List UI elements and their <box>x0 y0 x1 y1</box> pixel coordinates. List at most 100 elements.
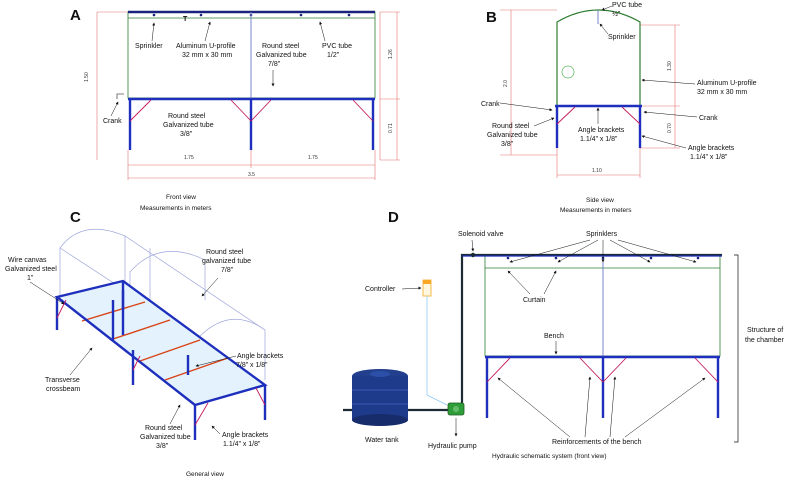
front-t-mark: T <box>183 16 188 23</box>
front-pvc-label-2: 1/2” <box>327 52 340 59</box>
hydraulic-view: D <box>343 209 785 460</box>
general-brackets <box>56 299 266 426</box>
front-leg-label-2: Galvanized tube <box>163 122 214 129</box>
side-u-profile-label-1: Aluminum U-profile <box>697 80 757 87</box>
front-caption-2: Measurements in meters <box>140 205 212 212</box>
front-pvc-label-1: PVC tube <box>322 43 352 50</box>
side-caption-1: Side view <box>586 197 614 204</box>
side-leg-label-1: Round steel <box>492 123 530 130</box>
sprinklers-pointers <box>509 239 697 263</box>
front-steel-tube-label-2: Galvanized tube <box>256 52 307 59</box>
general-wire-label-2: Galvanized steel <box>5 266 57 273</box>
side-crank-left-label: Crank <box>481 101 500 108</box>
side-bracket-mid-label-1: Angle brackets <box>578 127 625 134</box>
structure-brace <box>734 254 739 443</box>
front-leg-label-1: Round steel <box>168 113 206 120</box>
front-leg-label-3: 3/8” <box>180 131 193 138</box>
front-view: A T <box>70 7 400 212</box>
general-cross-label-2: crossbeam <box>46 386 80 393</box>
reinforcement-pointers <box>497 376 706 438</box>
side-dim-130: 1.30 <box>667 61 673 71</box>
controller-cap <box>423 280 431 284</box>
front-bench-brackets <box>129 99 374 122</box>
general-leg-label-1: Round steel <box>145 425 183 432</box>
general-caption: General view <box>186 471 224 478</box>
side-crank-right-label: Crank <box>699 115 718 122</box>
general-view: C <box>5 209 284 478</box>
side-sprinkler-label: Sprinkler <box>608 34 636 41</box>
panel-label-a: A <box>70 7 81 24</box>
panel-label-d: D <box>388 209 399 226</box>
front-crank <box>116 93 124 99</box>
structure-label-1: Structure of <box>747 327 783 334</box>
side-detail-circle <box>561 65 575 79</box>
curtain-label: Curtain <box>523 297 546 304</box>
panel-label-c: C <box>70 209 81 226</box>
side-bracket-right-label-1: Angle brackets <box>688 145 735 152</box>
solenoid-valve <box>470 252 476 258</box>
pump-label: Hydraulic pump <box>428 443 477 450</box>
side-dim-20: 2.0 <box>503 80 509 87</box>
side-bracket-right-label-2: 1.1/4” x 1/8” <box>690 154 728 161</box>
side-bracket-mid-label-2: 1.1/4” x 1/8” <box>580 136 618 143</box>
reinforcements-label: Reinforcements of the bench <box>552 439 642 446</box>
front-crank-label: Crank <box>103 118 122 125</box>
hydraulic-pump <box>447 402 465 416</box>
front-sprinkler-label: Sprinkler <box>135 43 163 50</box>
sprinklers-label: Sprinklers <box>586 231 618 238</box>
front-dim-35: 3.5 <box>248 172 255 178</box>
controller-label: Controller <box>365 286 396 293</box>
general-bracket-label-2: 7/8” x 1/8” <box>236 362 268 369</box>
side-pvc-label-2: ½” <box>612 10 621 18</box>
side-brackets <box>556 106 641 125</box>
hydraulic-caption: Hydraulic schematic system (front view) <box>492 453 607 460</box>
side-arch <box>556 9 641 106</box>
water-tank <box>352 369 408 426</box>
general-leg-label-3: 3/8” <box>156 443 169 450</box>
water-tank-label: Water tank <box>365 437 399 444</box>
front-sprinklers <box>152 13 351 17</box>
front-dim-071: 0.71 <box>388 123 394 133</box>
side-dimension-lines <box>500 9 680 178</box>
side-pvc-label-1: PVC tube <box>612 2 642 9</box>
side-u-profile-label-2: 32 mm x 30 mm <box>697 89 747 96</box>
front-u-profile-label-2: 32 mm x 30 mm <box>182 52 232 59</box>
front-steel-tube-label-1: Round steel <box>262 43 300 50</box>
general-bracket-b-label-2: 1.1/4” x 1/8” <box>223 441 261 448</box>
general-wire-canvas <box>57 281 265 405</box>
general-bracket-b-label-1: Angle brackets <box>222 432 269 439</box>
front-dimension-lines <box>96 11 400 180</box>
front-bench <box>128 97 375 150</box>
structure-label-2: the chamber <box>745 337 785 344</box>
solenoid-label: Solenoid valve <box>458 231 504 238</box>
side-dim-070: 0.70 <box>667 123 673 133</box>
general-leg-label-2: Galvanized tube <box>140 434 191 441</box>
front-caption-1: Front view <box>166 194 196 201</box>
general-wire-label-3: 1” <box>27 275 34 282</box>
front-u-profile-label-1: Aluminum U-profile <box>176 43 236 50</box>
side-leg-label-2: Galvanized tube <box>487 132 538 139</box>
side-leg-label-3: 3/8” <box>501 141 514 148</box>
front-steel-tube-label-3: 7/8” <box>268 61 281 68</box>
front-dim-175b: 1.75 <box>308 155 318 161</box>
general-bracket-label-1: Angle brackets <box>237 353 284 360</box>
side-dim-110: 1.10 <box>592 168 602 174</box>
panel-label-b: B <box>486 9 497 26</box>
general-arch-label-1: Round steel <box>206 249 244 256</box>
bench-label: Bench <box>544 333 564 340</box>
curtain-pointers <box>507 270 557 295</box>
front-dim-126: 1.26 <box>388 49 394 59</box>
general-cross-label-1: Transverse <box>45 377 80 384</box>
general-arch-label-3: 7/8” <box>221 267 234 274</box>
hydraulic-bench <box>485 355 720 418</box>
side-view: B PVC tube ½” Sprinkler <box>481 2 757 214</box>
general-bench-frame <box>54 279 268 440</box>
general-wire-label-1: Wire canvas <box>8 257 47 264</box>
side-caption-2: Measurements in meters <box>560 207 632 214</box>
front-dim-175a: 1.75 <box>184 155 194 161</box>
general-arch-label-2: galvanized tube <box>202 258 251 265</box>
front-dim-150: 1.50 <box>84 72 90 82</box>
side-bench <box>555 104 642 148</box>
hydraulic-reinforcements <box>486 357 719 383</box>
